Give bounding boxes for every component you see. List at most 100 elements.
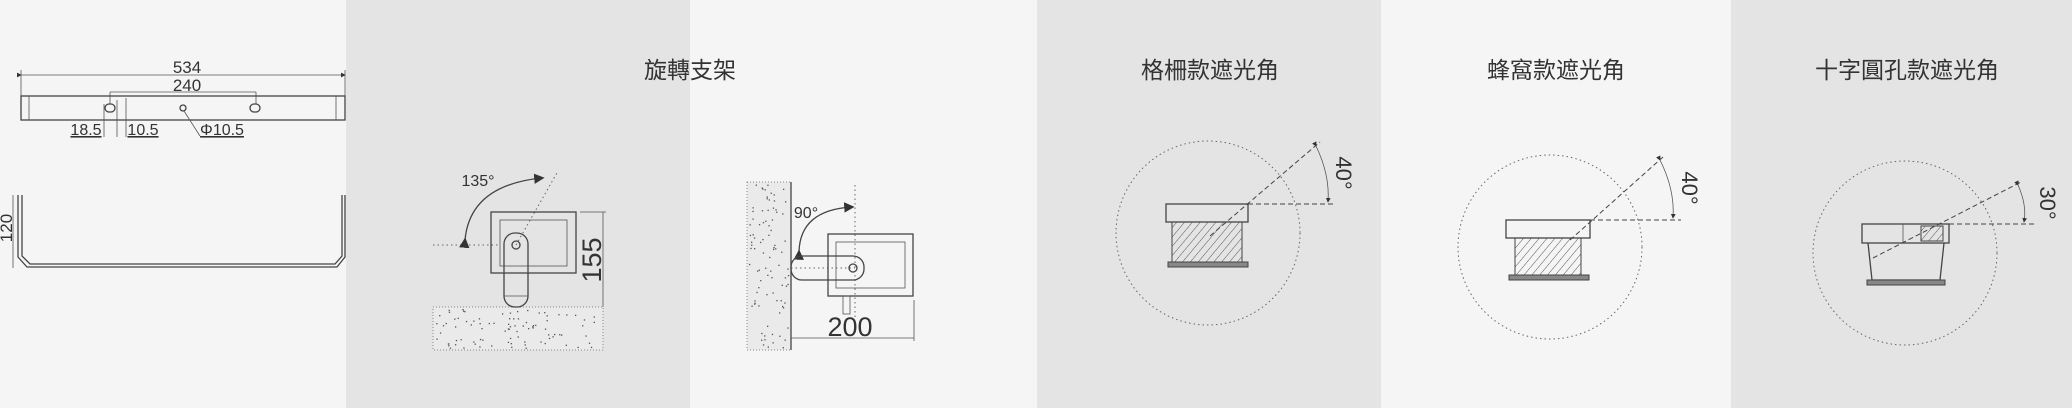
- speckle: [455, 339, 458, 342]
- speckle: [761, 187, 763, 189]
- speckle: [538, 312, 540, 314]
- speckle: [548, 337, 551, 340]
- speckle: [493, 322, 495, 324]
- cross-hole-shield-title: 十字圓孔款遮光角: [1815, 58, 1999, 84]
- speckle: [762, 222, 765, 224]
- speckle: [764, 335, 766, 337]
- speckle: [582, 325, 584, 327]
- speckle: [787, 327, 789, 329]
- speckle: [449, 347, 452, 349]
- speckle: [749, 224, 751, 226]
- speckle: [773, 194, 775, 196]
- speckle: [524, 341, 526, 343]
- speckle: [758, 269, 760, 271]
- speckle: [488, 322, 490, 325]
- rotating-bracket-title: 旋轉支架: [644, 58, 736, 84]
- speckle: [463, 310, 465, 312]
- speckle: [577, 346, 579, 349]
- speckle: [764, 189, 766, 191]
- speckle: [510, 343, 512, 345]
- speckle: [593, 316, 595, 318]
- speckle: [758, 224, 761, 226]
- speckle: [771, 277, 773, 279]
- speckle: [754, 300, 756, 302]
- speckle: [785, 201, 787, 203]
- speckle: [588, 342, 591, 344]
- speckle: [436, 323, 438, 325]
- honeycomb-shield-drawing: 蜂窩款遮光角 40°: [1457, 58, 1702, 340]
- bracket-side-view: 120: [0, 195, 346, 268]
- speckle: [517, 336, 519, 338]
- speckle: [761, 332, 763, 335]
- speckle: [508, 328, 510, 330]
- speckle: [758, 287, 760, 289]
- speckle: [507, 328, 510, 330]
- speckle: [778, 264, 780, 266]
- grille-shield-drawing: 格柵款遮光角 40°: [1115, 58, 1356, 326]
- speckle: [463, 347, 465, 349]
- speckle: [758, 305, 760, 307]
- speckle: [755, 184, 757, 186]
- speckle: [752, 207, 754, 209]
- speckle: [527, 309, 529, 312]
- speckle: [509, 312, 512, 314]
- speckle: [546, 320, 548, 322]
- speckle: [478, 318, 481, 320]
- speckle: [525, 347, 527, 349]
- speckle: [787, 268, 789, 270]
- speckle: [774, 244, 776, 247]
- speckle: [754, 248, 756, 250]
- speckle: [770, 229, 772, 232]
- speckle: [593, 321, 595, 323]
- speckle: [532, 325, 535, 327]
- dim-hole-spacing: 240: [173, 76, 201, 95]
- speckle: [544, 342, 546, 345]
- speckle: [752, 234, 754, 236]
- speckle: [448, 311, 451, 313]
- speckle: [766, 294, 768, 296]
- speckle: [780, 300, 782, 302]
- speckle: [773, 248, 775, 251]
- grille-shield-angle: 40°: [1331, 156, 1356, 189]
- cross-hole-shield-drawing: 十字圓孔款遮光角 30°: [1812, 58, 2060, 346]
- speckle: [785, 285, 788, 287]
- speckle: [767, 346, 769, 348]
- speckle: [479, 346, 481, 348]
- wall-texture: [749, 184, 790, 349]
- speckle: [766, 196, 768, 198]
- speckle: [504, 330, 506, 332]
- honeycomb-shield-title: 蜂窩款遮光角: [1487, 58, 1625, 84]
- speckle: [479, 338, 482, 341]
- speckle: [761, 210, 764, 212]
- floor-mount-height: 155: [577, 237, 607, 282]
- speckle: [509, 318, 511, 320]
- grille-shield-title: 格柵款遮光角: [1141, 58, 1279, 84]
- speckle: [756, 291, 758, 294]
- speckle: [757, 270, 759, 272]
- dim-edge-offset: 18.5: [70, 122, 101, 139]
- speckle: [767, 184, 769, 186]
- speckle: [559, 334, 561, 336]
- speckle: [752, 218, 754, 220]
- speckle: [524, 344, 526, 346]
- speckle: [513, 318, 515, 320]
- speckle: [532, 327, 534, 329]
- speckle: [535, 324, 537, 326]
- speckle: [782, 307, 785, 309]
- speckle: [465, 320, 468, 323]
- cross-hole-shield-angle: 30°: [2035, 186, 2060, 219]
- speckle: [554, 333, 556, 336]
- speckle: [552, 336, 554, 338]
- speckle: [464, 311, 466, 313]
- speckle: [479, 323, 481, 325]
- speckle: [782, 305, 784, 308]
- floor-rotation-angle: 135°: [461, 173, 494, 190]
- speckle: [768, 225, 770, 227]
- speckle: [462, 309, 464, 311]
- speckle: [448, 345, 450, 347]
- speckle: [767, 325, 769, 327]
- speckle: [764, 339, 766, 341]
- speckle: [771, 219, 774, 221]
- speckle: [528, 328, 530, 330]
- speckle: [775, 248, 777, 250]
